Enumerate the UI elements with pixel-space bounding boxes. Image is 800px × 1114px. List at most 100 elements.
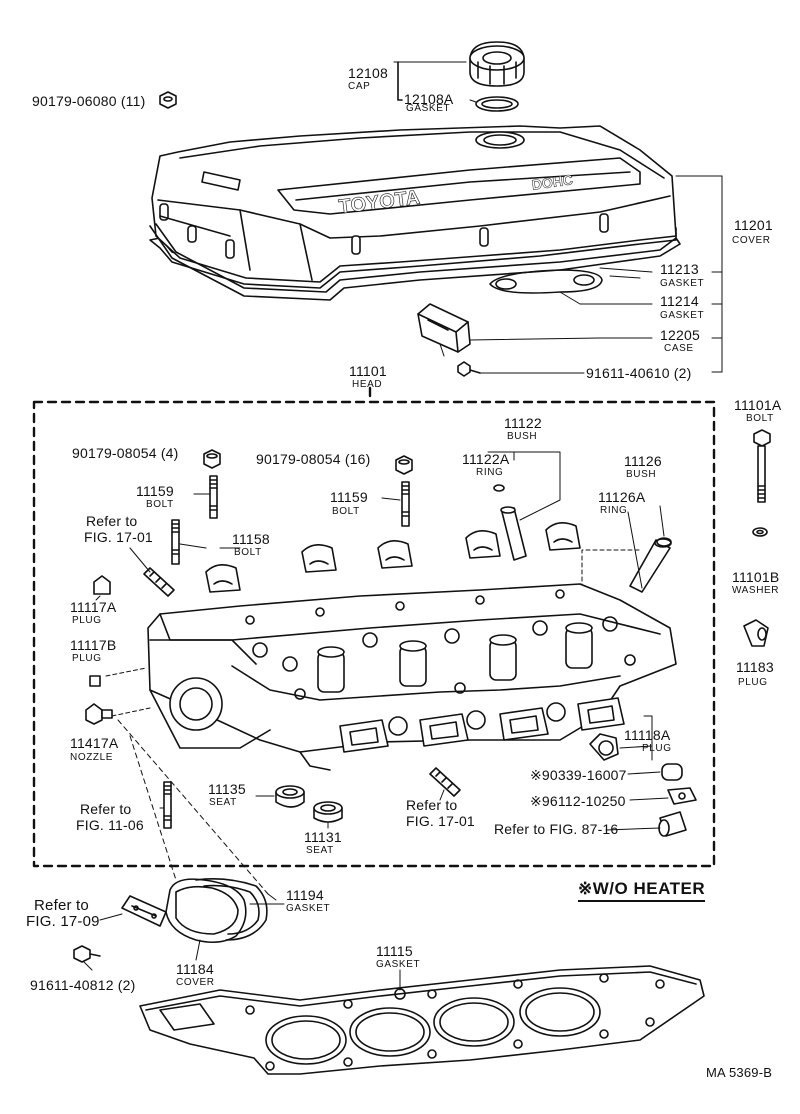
leader-11126-dash [581,549,641,589]
plug-11183-drawing [743,619,769,647]
bolt-91611-40812-drawing [73,945,101,963]
part-name-cover-11184: COVER [176,977,215,988]
part-number-91611-40812: 91611-40812 (2) [30,977,136,993]
fig1709-plate-drawing [121,895,167,927]
part-number-96112-10250: ※96112-10250 [530,793,626,809]
part-number-11201: 11201 [734,217,773,233]
plug-11117b-drawing [89,675,101,687]
part-name-plug-11118a: PLUG [642,743,672,754]
nozzle-11417a-drawing [85,703,113,725]
part-number-11117b: 11117B [70,637,117,653]
leader-11122 [487,451,561,521]
w-o-heater-parts-drawing [658,763,697,837]
refer-fig1106-line1[interactable]: Refer to [80,801,132,817]
part-number-11126a: 11126A [598,489,646,505]
refer-fig1709-line2[interactable]: FIG. 17-09 [26,913,100,930]
part-name-bush-11126: BUSH [626,469,657,480]
part-number-12108a: 12108A [404,91,454,107]
part-name-plug-11117b: PLUG [72,653,102,664]
part-name-gasket-11115: GASKET [376,959,421,970]
part-name-head: HEAD [352,379,383,390]
cylinder-head-drawing [147,583,677,771]
part-number-11159-center: 11159 [330,489,368,505]
head-gasket-drawing [139,965,705,1075]
plug-gasket-drawing [489,269,603,294]
part-number-11135: 11135 [208,781,246,797]
stud-fig1701b-drawing [429,767,461,797]
refer-fig1701b-line1[interactable]: Refer to [406,797,458,813]
rear-cover-11184-drawing [165,878,247,944]
nut-90179-06080-drawing [159,91,177,109]
bush-11126-drawing [629,538,672,593]
refer-fig1106-line2[interactable]: FIG. 11-06 [76,817,144,833]
part-name-bolt-11158: BOLT [234,547,262,558]
leader-11194 [249,893,285,905]
leader-fig1709 [99,913,123,921]
part-name-plug-11183: PLUG [738,677,768,688]
part-name-plug-11117a: PLUG [72,615,102,626]
svg-text:DOHC: DOHC [531,171,574,193]
part-name-cover-11201: COVER [732,235,771,246]
part-number-91611-40610: 91611-40610 (2) [586,365,692,381]
leader-12108 [397,61,403,101]
refer-fig1701-line2[interactable]: FIG. 17-01 [84,529,153,545]
part-name-cap: CAP [348,81,371,92]
part-name-case: CASE [664,343,694,354]
part-name-ring-11122a: RING [476,467,504,478]
stud-11159-left-drawing [209,475,218,519]
cover-group-leaders [439,175,723,374]
part-name-seat-11135: SEAT [209,797,237,808]
gasket-11194-drawing [195,878,268,941]
filler-cap-drawing [469,41,525,87]
part-name-gasket-12108a: GASKET [406,103,451,114]
part-number-11122: 11122 [504,415,542,431]
head-group-frame [32,386,716,868]
heater-leaders [605,715,669,831]
part-name-bush-11122: BUSH [507,431,538,442]
part-number-90339-16007: ※90339-16007 [530,767,627,783]
part-number-11117a: 11117A [70,599,117,615]
bush-11122-drawing [500,506,527,561]
stud-11158-drawing [171,519,180,565]
plug-11118a-drawing [589,733,619,761]
part-number-11115: 11115 [376,943,413,959]
part-number-11184: 11184 [176,961,214,977]
part-name-gasket-11213: GASKET [660,278,705,289]
part-number-12205: 12205 [660,327,700,343]
bearing-caps-drawing [205,522,581,593]
w-o-heater-note: ※W/O HEATER [578,879,706,902]
refer-fig1701b-line2[interactable]: FIG. 17-01 [406,813,475,829]
head-group-leaders [95,493,445,829]
refer-fig8716[interactable]: Refer to FIG. 87-16 [494,821,619,837]
part-name-gasket-11194: GASKET [286,903,331,914]
stud-fig1701-drawing [143,567,175,597]
part-number-11213: 11213 [660,261,699,277]
refer-fig1709-line1[interactable]: Refer to [34,897,89,914]
part-number-11417a: 11417A [70,735,119,751]
part-number-90179-06080: 90179-06080 (11) [32,93,146,109]
part-number-11194: 11194 [286,887,324,903]
refer-fig1701-line1[interactable]: Refer to [86,513,138,529]
nut-90179-08054-4-drawing [203,449,221,469]
ring-11122a-drawing [493,484,505,492]
ring-11126a-drawing [656,537,672,547]
part-number-11101b: 11101B [732,569,780,585]
cap-gasket-drawing [475,96,519,112]
part-number-11131: 11131 [304,829,342,845]
part-number-90179-08054-16: 90179-08054 (16) [256,451,371,467]
case-12205-drawing [417,303,471,353]
part-number-11118a: 11118A [624,727,671,743]
part-name-bolt-11159-left: BOLT [146,499,174,510]
plug-11117a-drawing [93,575,111,595]
part-name-nozzle-11417a: NOZZLE [70,752,114,763]
part-name-gasket-11214: GASKET [660,310,705,321]
leader-11184 [195,939,201,961]
part-name-bolt-11101a: BOLT [746,413,774,424]
part-number-11158: 11158 [232,531,270,547]
diagram-code: MA 5369-B [706,1065,773,1080]
part-name-bolt-11159-center: BOLT [332,506,360,517]
cover-dash-leaders [117,719,269,895]
stud-fig1106-drawing [163,781,172,829]
